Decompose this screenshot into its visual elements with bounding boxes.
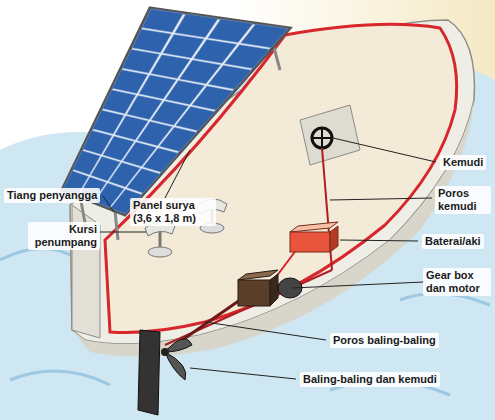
part-label: Gear box dan motor	[423, 268, 491, 296]
part-label: Baterai/aki	[422, 234, 484, 249]
part-label: Panel surya (3,6 x 1,8 m)	[130, 198, 216, 226]
part-label: Poros kemudi	[435, 186, 491, 214]
battery	[290, 222, 338, 252]
part-label: Kursi penumpang	[28, 222, 100, 250]
part-label: Baling-baling dan kemudi	[300, 372, 440, 387]
rudder-propeller	[138, 330, 192, 415]
console	[300, 105, 360, 165]
steering-wheel	[312, 128, 332, 148]
part-label: Poros baling-baling	[330, 333, 439, 348]
part-label: Tiang penyangga	[4, 188, 100, 203]
solar-panel	[62, 8, 290, 215]
part-label: Kemudi	[440, 155, 486, 170]
